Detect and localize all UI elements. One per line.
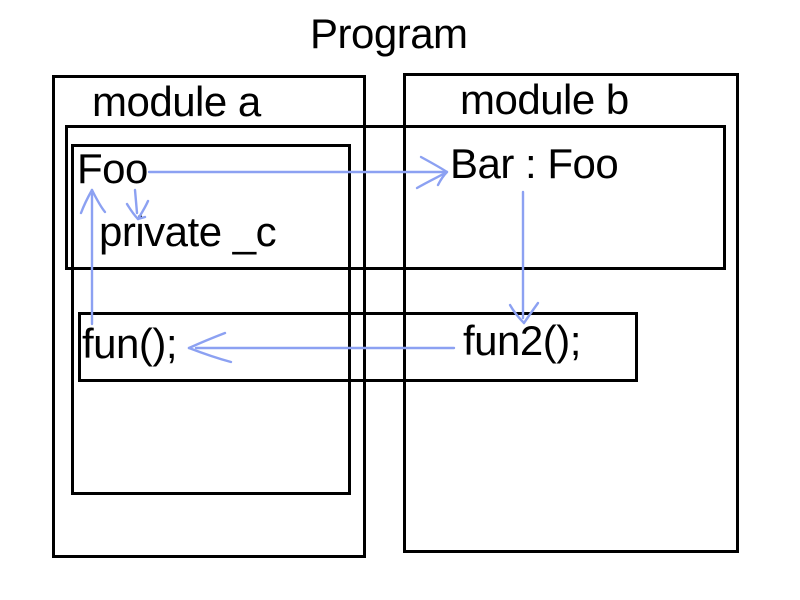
fun2-call-label: fun2();: [463, 317, 581, 364]
diagram-title: Program: [310, 10, 468, 57]
module-a-label: module a: [92, 78, 261, 125]
module-a-box: [52, 75, 366, 558]
fun-call-label: fun();: [82, 320, 178, 367]
module-b-label: module b: [460, 76, 629, 123]
bar-instance-label: Bar : Foo: [450, 140, 619, 187]
class-foo-label: Foo: [77, 145, 148, 192]
private-field-label: private _c: [99, 208, 277, 255]
function-calls-box: [78, 312, 638, 382]
class-instance-box: [65, 125, 726, 270]
class-foo-inner-box: [71, 144, 351, 495]
